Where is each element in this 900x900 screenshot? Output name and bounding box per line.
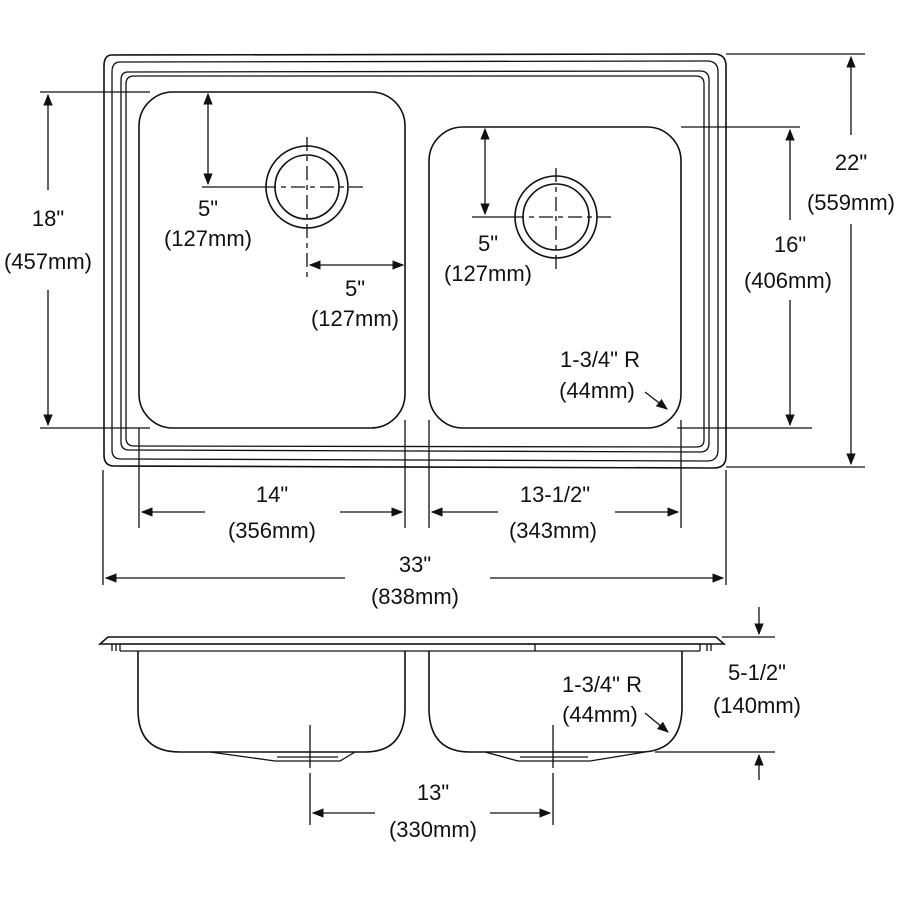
rim-inner-b — [125, 75, 705, 448]
left-bowl-depth-imperial: 18" — [32, 206, 64, 231]
right-corner-radius-metric: (44mm) — [559, 378, 635, 403]
right-drain-back-metric: (127mm) — [444, 261, 532, 286]
left-bowl-outline — [138, 91, 406, 429]
bowl-depth-imperial: 5-1/2" — [728, 660, 786, 685]
side-view: 13" (330mm) 1-3/4" R (44mm) 5-1/2" (140m… — [97, 607, 801, 842]
bowl-depth-metric: (140mm) — [713, 693, 801, 718]
side-corner-radius-metric: (44mm) — [562, 702, 638, 727]
side-corner-radius-imperial: 1-3/4" R — [562, 672, 642, 697]
flange — [97, 636, 727, 645]
overall-depth-imperial: 22" — [835, 150, 867, 175]
right-drain-back-imperial: 5" — [478, 231, 498, 256]
top-view: 5" (127mm) 5" (127mm) 5" (127mm) 1-3/4" … — [4, 53, 895, 609]
left-drain-back-imperial: 5" — [198, 196, 218, 221]
rim-middle — [111, 60, 719, 462]
left-bowl-width-imperial: 14" — [256, 482, 288, 507]
left-drain-side-metric: (127mm) — [311, 306, 399, 331]
right-bowl-width-metric: (343mm) — [509, 518, 597, 543]
right-bowl-width-imperial: 13-1/2" — [520, 482, 590, 507]
right-bowl-outline — [428, 126, 682, 429]
left-drain-back-metric: (127mm) — [164, 226, 252, 251]
overall-width-imperial: 33" — [399, 552, 431, 577]
rim-outer — [103, 53, 727, 469]
left-bowl-width-metric: (356mm) — [228, 518, 316, 543]
overall-width-metric: (838mm) — [371, 584, 459, 609]
right-bowl-depth-metric: (406mm) — [744, 268, 832, 293]
right-bowl-depth-imperial: 16" — [774, 232, 806, 257]
left-drain-side-imperial: 5" — [345, 276, 365, 301]
overall-depth-metric: (559mm) — [807, 190, 895, 215]
drain-spacing-imperial: 13" — [417, 780, 449, 805]
right-corner-radius-imperial: 1-3/4" R — [560, 347, 640, 372]
left-bowl-depth-metric: (457mm) — [4, 249, 92, 274]
left-bowl-profile — [137, 651, 406, 753]
rim-inner-a — [120, 70, 710, 453]
drain-spacing-metric: (330mm) — [389, 817, 477, 842]
right-bowl-profile — [428, 651, 683, 753]
